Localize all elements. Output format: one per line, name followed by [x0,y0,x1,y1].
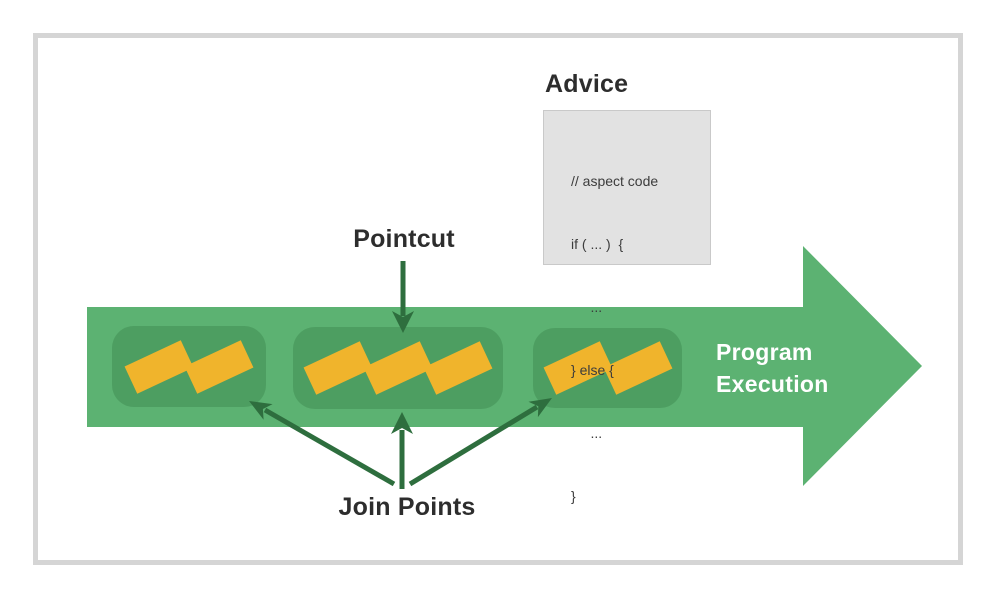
advice-code-box: // aspect code if ( ... ) { ... } else {… [543,110,711,504]
program-execution-label-line1: Program [716,339,813,365]
advice-label: Advice [545,70,629,98]
pointcut-label: Pointcut [353,225,455,253]
join-point-block [184,339,254,394]
program-execution-label: Program Execution [716,336,829,400]
advice-code-line: ... [571,299,603,315]
advice-code-line: ... [571,425,603,441]
join-point-block [363,341,433,395]
diagram-frame-border [33,33,963,565]
advice-code-line: if ( ... ) { [571,236,624,252]
join-point-block [303,341,373,395]
join-point-block [124,339,194,394]
join-point-group [112,326,266,407]
advice-code-line: } [571,488,576,504]
advice-code-line: // aspect code [571,173,659,189]
program-execution-label-line2: Execution [716,371,829,397]
advice-code-line: } else { [571,362,614,378]
join-point-group [293,327,503,409]
join-point-block [423,341,493,395]
join-points-label: Join Points [338,493,476,521]
